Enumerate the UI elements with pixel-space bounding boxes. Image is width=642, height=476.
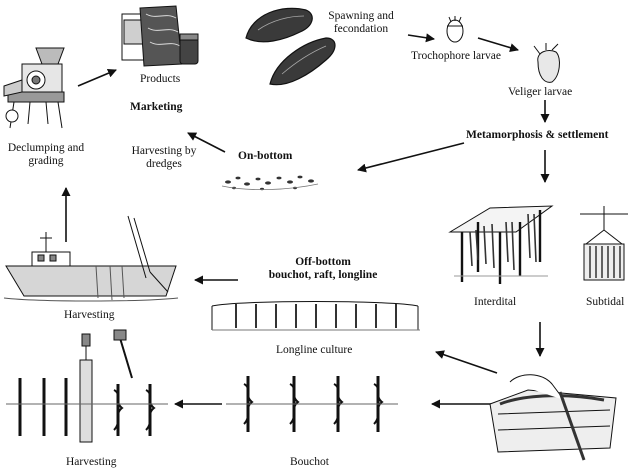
products-illustration <box>121 5 199 67</box>
label-marketing: Marketing <box>130 101 183 113</box>
label-declumping: Declumping and grading <box>7 142 85 167</box>
bouchot-poles <box>226 376 398 432</box>
on-bottom-bed <box>225 175 314 191</box>
label-interdital: Interdital <box>474 296 517 308</box>
label-harvesting-boat: Harvesting <box>64 309 115 321</box>
arrow-to-on-bottom <box>357 142 465 173</box>
label-on-bottom: On-bottom <box>238 150 293 162</box>
trochophore-larva <box>446 16 464 43</box>
arrow-trochophore-to-veliger <box>477 37 519 53</box>
label-harvesting-bouchot: Harvesting <box>66 456 117 468</box>
label-products: Products <box>140 73 181 85</box>
bouchot-harvesting <box>6 329 168 443</box>
label-spawning: Spawning and fecondation <box>328 10 394 35</box>
longline-culture <box>211 301 420 331</box>
label-trochophore: Trochophore larvae <box>411 50 501 62</box>
veliger-larva <box>533 43 560 83</box>
label-bouchot: Bouchot <box>290 456 329 468</box>
declumping-machine <box>3 47 65 129</box>
subtidal-basket <box>580 206 628 281</box>
on-bottom-seabed-line <box>221 183 319 191</box>
label-harvesting-dredges: Harvesting by dredges <box>131 145 197 170</box>
sorting-crate <box>489 374 617 461</box>
harvesting-boat <box>3 215 179 302</box>
arrow-spawning-to-trochophore <box>407 33 435 43</box>
label-metamorphosis: Metamorphosis & settlement <box>466 129 609 141</box>
flow-arrows <box>61 33 550 409</box>
label-longline-culture: Longline culture <box>276 344 353 356</box>
interdital-structure <box>448 205 554 284</box>
arrow-declumping-to-products <box>77 68 117 87</box>
label-veliger: Veliger larvae <box>508 86 573 98</box>
arrow-to-longline <box>435 350 498 374</box>
mussel-shells <box>245 7 336 86</box>
label-subtidal: Subtidal <box>586 296 625 308</box>
label-off-bottom: Off-bottom bouchot, raft, longline <box>268 256 378 281</box>
arrow-on-bottom-to-dredges <box>187 132 226 153</box>
